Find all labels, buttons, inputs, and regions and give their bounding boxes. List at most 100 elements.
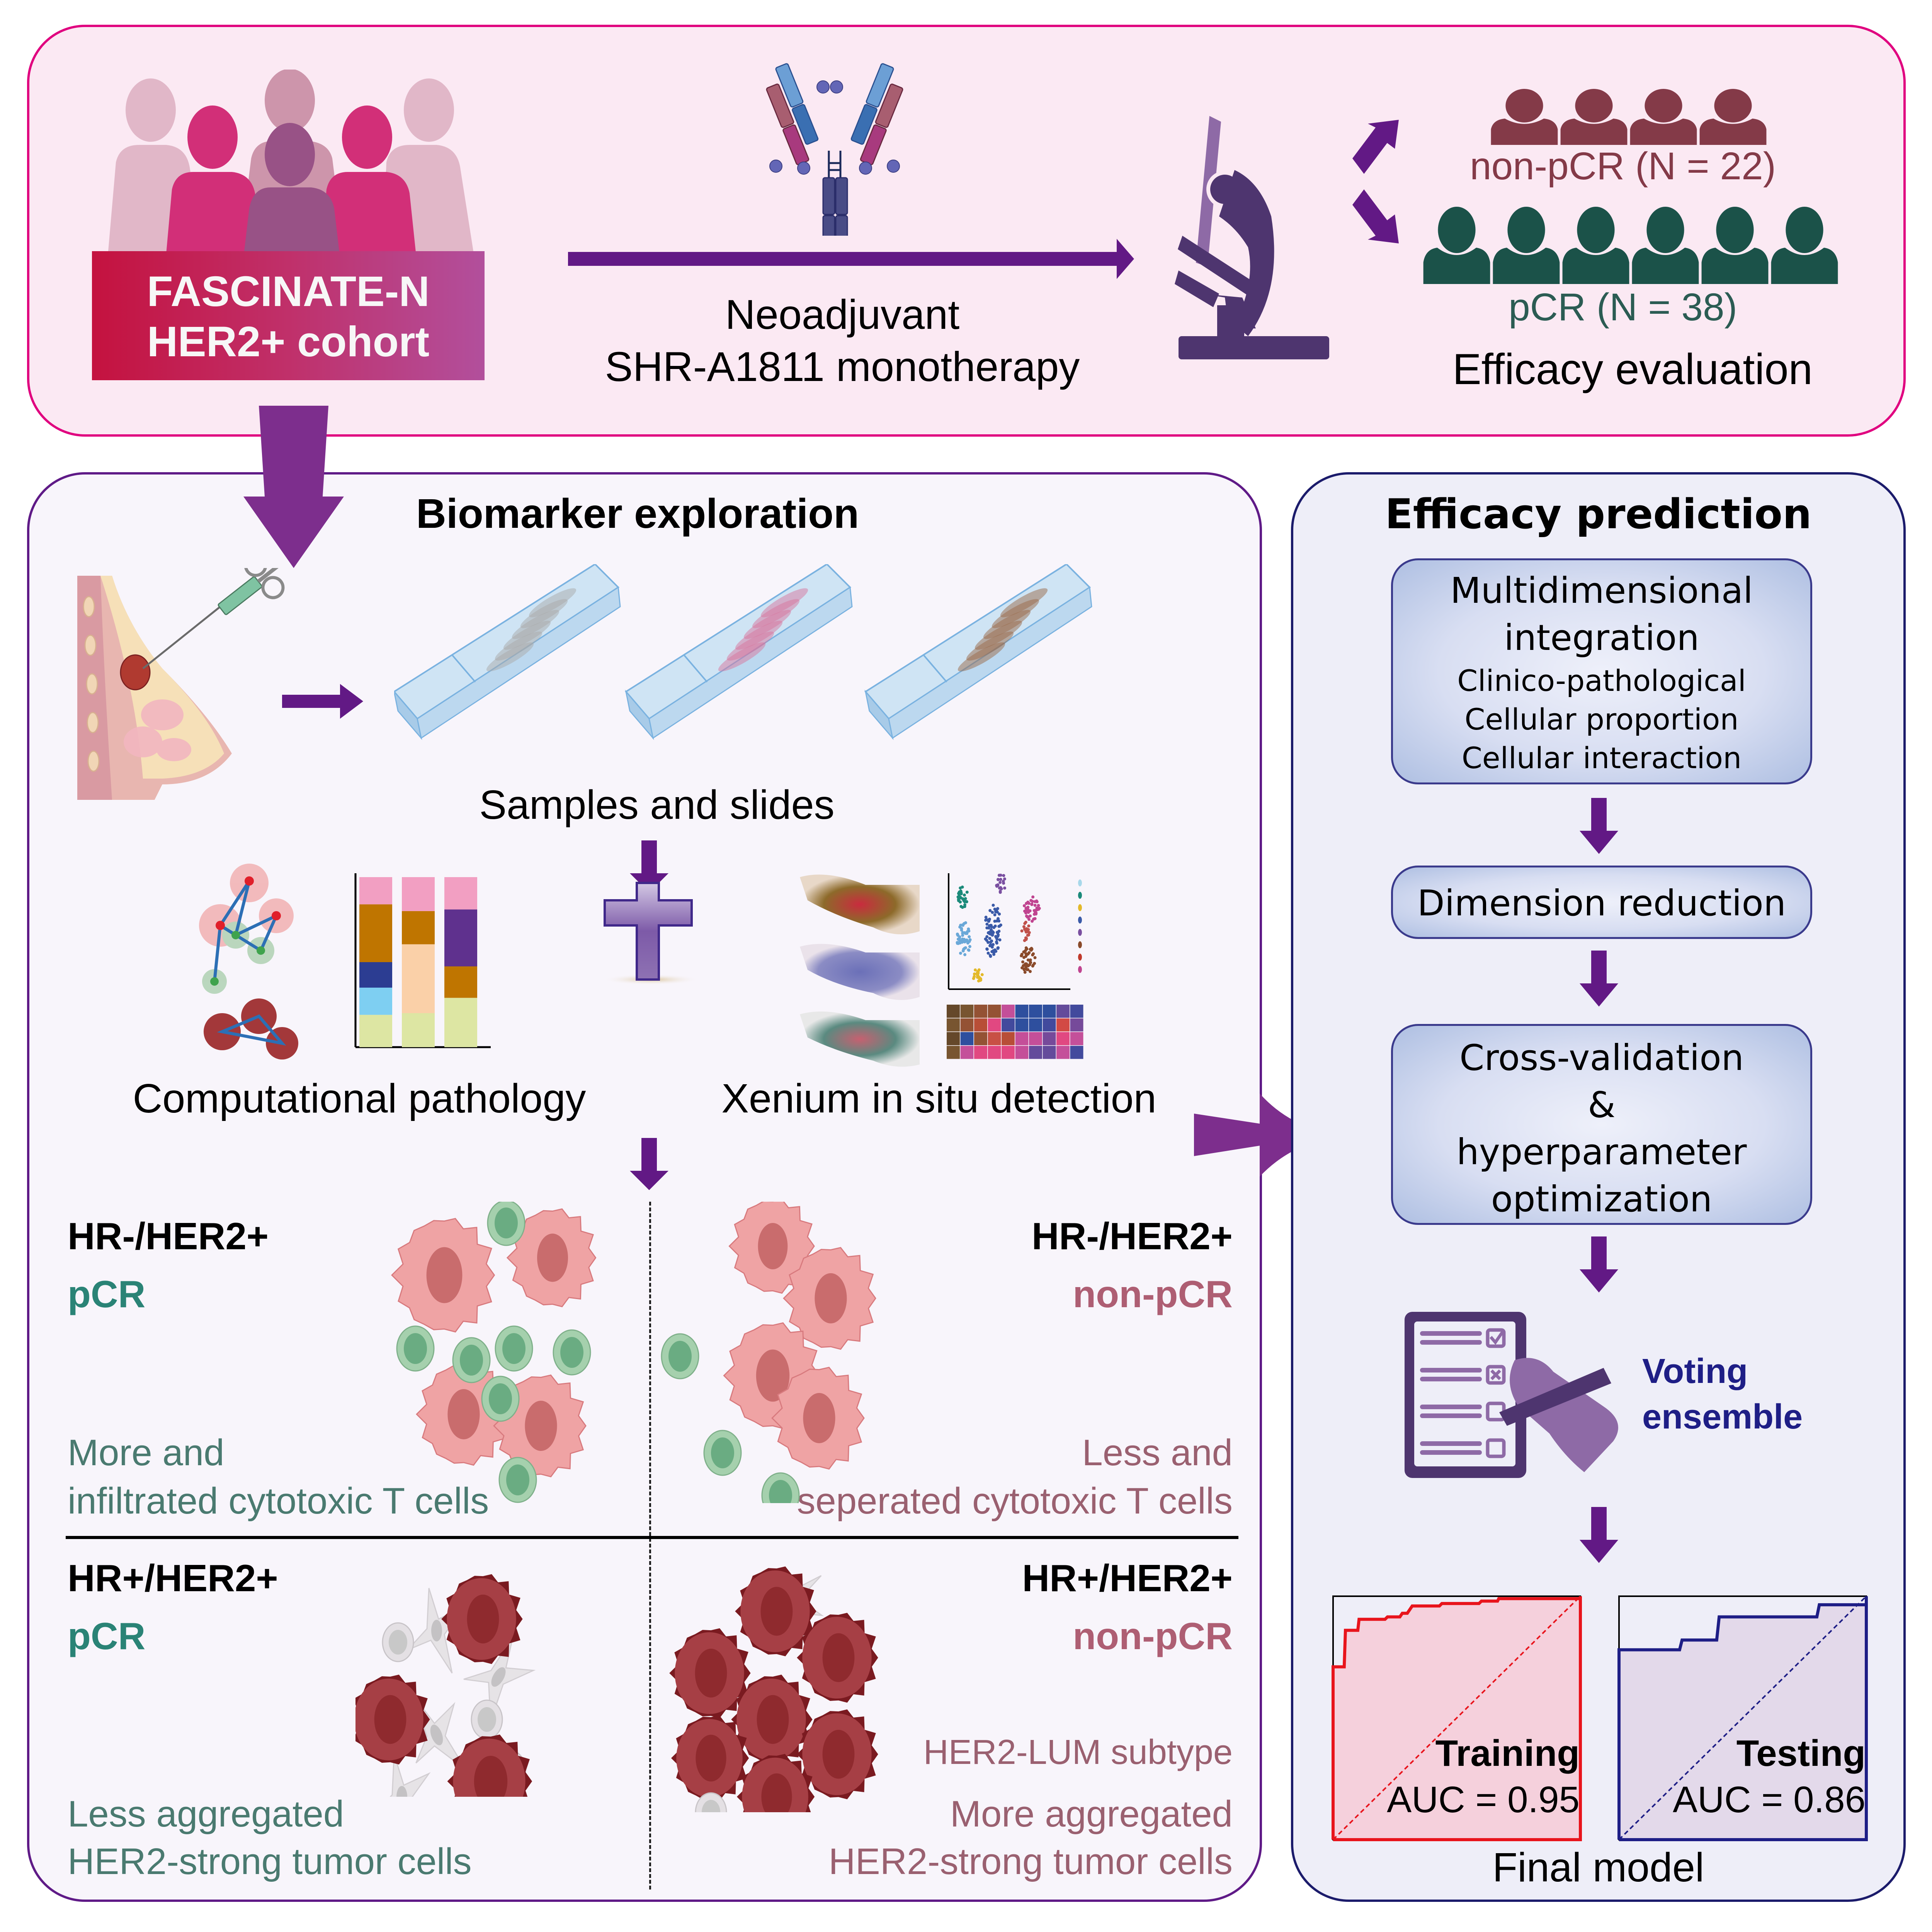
heatmap-cell	[1056, 1046, 1070, 1059]
roc-testing-auc: AUC = 0.86	[1673, 1779, 1866, 1820]
bar-segment	[359, 877, 392, 905]
umap-point	[1020, 953, 1024, 957]
umap-point	[980, 973, 984, 976]
heatmap-cell	[974, 1032, 987, 1045]
bar-segment	[359, 1015, 392, 1047]
heatmap-cell	[974, 1046, 987, 1059]
umap-point	[998, 938, 1002, 942]
tumor-cell	[797, 1612, 878, 1703]
q1-desc-line1: More and	[68, 1432, 224, 1473]
umap-point	[1024, 936, 1027, 940]
umap-point	[976, 974, 979, 977]
roc-training-auc: AUC = 0.95	[1387, 1779, 1580, 1820]
umap-point	[1023, 922, 1027, 925]
umap-point	[989, 924, 992, 927]
q4-subtype-note: HER2-LUM subtype	[923, 1733, 1233, 1772]
cytotoxic-t-cell	[498, 1457, 537, 1503]
heatmap-cell	[960, 1005, 974, 1018]
umap-point	[985, 922, 989, 926]
umap-point	[1025, 947, 1029, 951]
heatmap-cell	[1015, 1032, 1029, 1045]
cytotoxic-t-cell	[495, 1325, 533, 1372]
heatmap-cell	[947, 1046, 960, 1059]
umap-point	[999, 923, 1002, 927]
umap-point	[1002, 874, 1005, 877]
cross-validation-box: Cross-validation & hyperparameter optimi…	[1391, 1024, 1812, 1225]
umap-point	[1030, 947, 1034, 951]
heatmap-cell	[1029, 1046, 1042, 1059]
non-pcr-person-icon	[1699, 89, 1767, 145]
umap-point	[968, 935, 971, 939]
ensemble-word: ensemble	[1642, 1398, 1803, 1436]
umap-point	[963, 903, 967, 906]
cytotoxic-t-cell	[452, 1337, 491, 1383]
roc-curve	[1332, 1596, 1582, 1840]
cytotoxic-t-cell	[661, 1333, 699, 1379]
umap-point	[1034, 911, 1038, 915]
tumor-cell	[728, 1202, 815, 1294]
umap-point	[1031, 920, 1034, 923]
q4-response: non-pCR	[1073, 1615, 1233, 1657]
umap-point	[1037, 904, 1040, 907]
heatmap-cell	[1029, 1005, 1042, 1018]
umap-point	[973, 972, 976, 976]
umap-point	[998, 881, 1002, 884]
bar-segment	[402, 1013, 435, 1047]
umap-point	[1023, 971, 1027, 974]
umap-point	[1027, 901, 1031, 905]
umap-point	[990, 946, 994, 949]
heatmap-cell	[960, 1046, 974, 1059]
umap-point	[964, 939, 968, 943]
umap-point	[1027, 918, 1031, 921]
umap-point	[964, 897, 967, 900]
umap-point	[992, 931, 995, 934]
xenium-tissue-images	[800, 874, 920, 1067]
umap-point	[1029, 961, 1032, 964]
umap-point	[1033, 917, 1037, 920]
cytotoxic-t-cell	[761, 1472, 800, 1503]
treatment-line2: SHR-A1811 monotherapy	[605, 343, 1080, 390]
integration-title-1: Multidimensional	[1450, 570, 1753, 611]
q4-cell-illustration	[669, 1566, 878, 1812]
umap-point	[1020, 966, 1024, 969]
microscope-icon	[1175, 116, 1329, 359]
heatmap-cell	[988, 1005, 1001, 1018]
umap-legend-dot	[1078, 904, 1082, 911]
umap-point	[966, 940, 970, 944]
integration-title-2: integration	[1504, 617, 1699, 658]
umap-point	[1027, 915, 1030, 918]
umap-point	[995, 919, 998, 923]
bar-segment	[444, 966, 477, 998]
umap-point	[985, 926, 989, 930]
umap-point	[1032, 952, 1035, 956]
pcr-group-icon	[1422, 207, 1839, 284]
pcr-person-icon	[1562, 207, 1629, 284]
umap-point	[968, 945, 971, 948]
umap-point	[1026, 958, 1030, 962]
tumor-cell	[447, 1734, 532, 1797]
umap-point	[985, 939, 988, 942]
heatmap-cell	[1056, 1005, 1070, 1018]
treatment-line1: Neoadjuvant	[725, 291, 960, 338]
integration-box: Multidimensional integration Clinico-pat…	[1391, 558, 1812, 784]
umap-point	[961, 939, 964, 942]
umap-point	[963, 893, 966, 897]
voting-ensemble-label: Voting ensemble	[1642, 1349, 1803, 1440]
glass-slide	[394, 564, 621, 740]
voting-word: Voting	[1642, 1352, 1748, 1391]
umap-point	[998, 912, 1001, 916]
heatmap-cell	[960, 1018, 974, 1032]
breast-biopsy-icon	[77, 568, 285, 800]
cytotoxic-t-cell	[703, 1430, 742, 1476]
pcr-person-icon	[1701, 207, 1769, 284]
umap-point	[1022, 950, 1026, 954]
umap-point	[999, 878, 1002, 881]
umap-point	[993, 913, 997, 917]
q3-desc-line2: HER2-strong tumor cells	[68, 1841, 472, 1882]
voting-ballot-icon	[1405, 1312, 1618, 1478]
samples-slides-label: Samples and slides	[479, 782, 835, 828]
q4-desc-line1: More aggregated	[950, 1793, 1233, 1835]
cv-line-3: hyperparameter	[1456, 1131, 1747, 1173]
plus-icon	[603, 882, 699, 985]
umap-point	[985, 947, 989, 951]
